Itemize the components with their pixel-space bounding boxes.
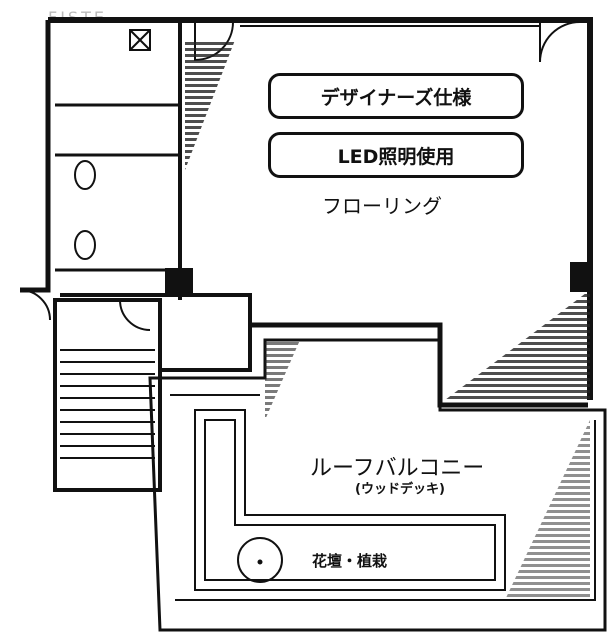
room-label-flooring: フローリング [322,194,442,218]
stairs [53,298,162,492]
toilet [74,160,96,190]
room-label-roof-balcony: ルーフバルコニー [310,456,485,481]
left-wall [20,20,51,293]
toilet [74,230,96,260]
designers-badge: デザイナーズ仕様 [268,73,524,119]
led-badge: LED照明使用 [268,132,524,178]
planter-label: 花壇・植栽 [312,552,388,570]
room-label-wood-deck: (ウッドデッキ) [355,482,445,497]
tree-icon [237,537,283,583]
planter [194,409,506,591]
